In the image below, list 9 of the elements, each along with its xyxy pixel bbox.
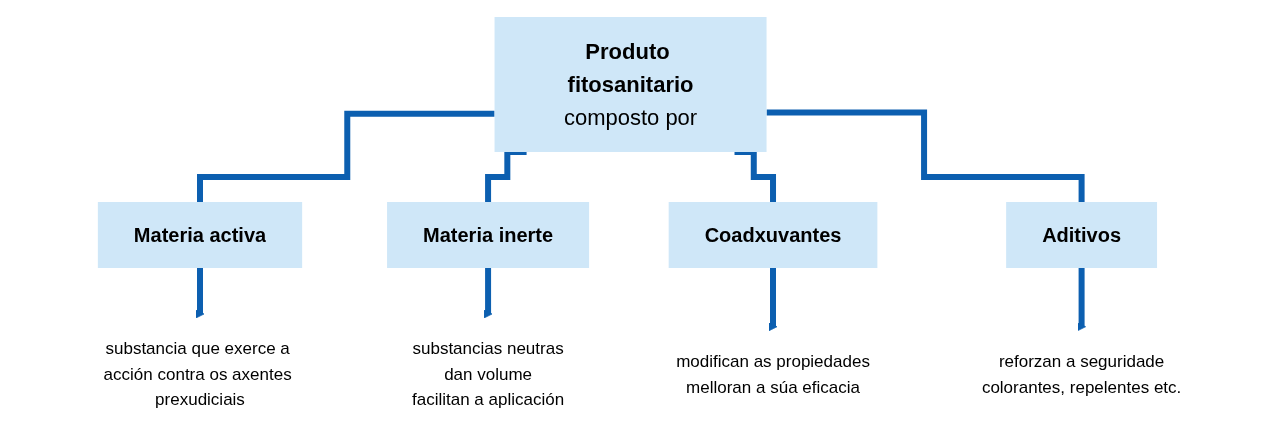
node-box: Produto fitosanitario composto por	[494, 16, 767, 152]
node-box: Coadxuvantes	[668, 201, 878, 268]
node-box: Materia inerte	[386, 201, 589, 268]
node-text: modifican as propiedades melloran a súa eficacia	[676, 351, 870, 396]
node-text: reforzan a seguridade colorantes, repelentes etc.	[981, 351, 1182, 396]
node-text: substancias neutras dan volume facilitan a aplicación	[411, 338, 564, 409]
node-text: substancia que exerce a acción contra os axentes prexudiciais	[103, 338, 292, 409]
node-box: Materia activa	[97, 201, 302, 268]
node-box: Aditivos	[1006, 201, 1157, 268]
